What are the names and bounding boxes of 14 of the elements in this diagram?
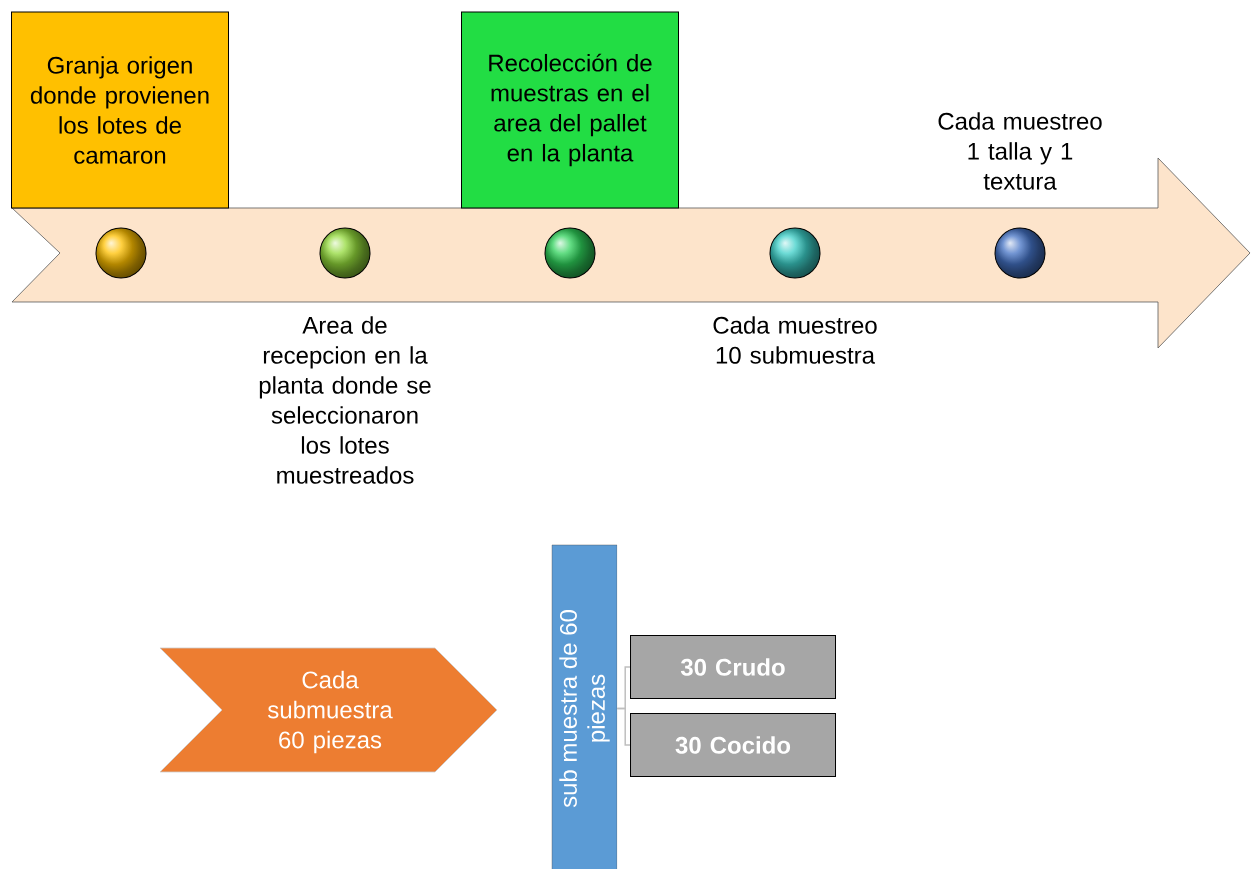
category-box: 30 Cocido <box>630 713 836 777</box>
bead-circle <box>769 227 821 279</box>
caption-text: Area de recepcion en la planta donde se seleccionaron los lotes muestreados <box>259 316 431 484</box>
process-box: Granja origen donde provienen los lotes de camaron <box>11 11 229 209</box>
vertical-bar: sub muestra de 60 piezas <box>551 544 618 869</box>
caption-text: Cada muestreo 10 submuestra <box>713 316 877 364</box>
process-box: Recolección de muestras en el area del pallet en la planta <box>461 11 679 209</box>
category-box: 30 Crudo <box>630 635 836 699</box>
bead-circle <box>319 227 371 279</box>
bead-circle <box>544 227 596 279</box>
bead-circle <box>994 227 1046 279</box>
caption-text: Cada muestreo 1 talla y 1 textura <box>938 112 1102 190</box>
connector-line <box>616 707 631 746</box>
bead-circle <box>95 227 147 279</box>
